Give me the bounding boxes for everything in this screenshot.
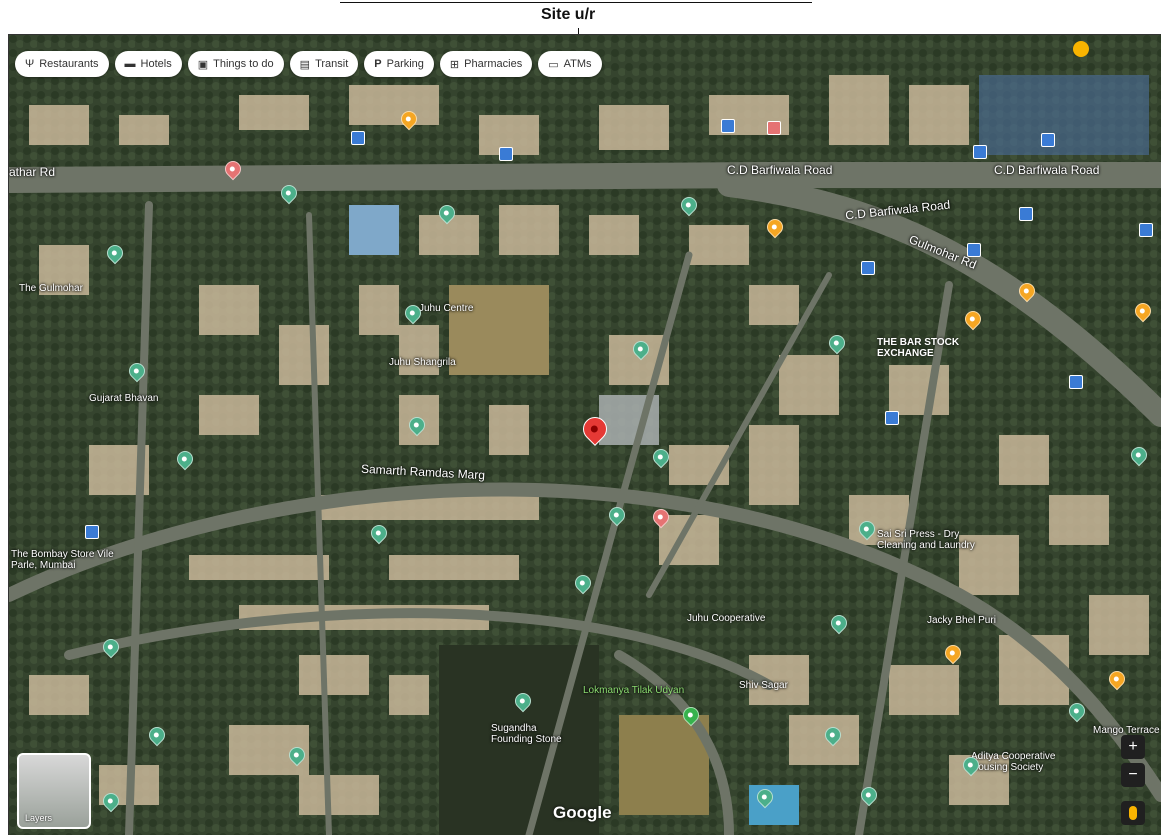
- chip-pharmacies[interactable]: ⊞Pharmacies: [439, 51, 533, 77]
- transit-stop-icon[interactable]: [973, 145, 987, 159]
- place-juhu-centre: Juhu Centre: [419, 303, 474, 314]
- camera-icon: ▣: [197, 58, 209, 71]
- place-jacky-bhel-puri: Jacky Bhel Puri: [927, 615, 996, 626]
- zoom-out-button[interactable]: −: [1121, 763, 1145, 787]
- place-juhu-cooperative: Juhu Cooperative: [687, 613, 766, 624]
- transit-stop-icon[interactable]: [1069, 375, 1083, 389]
- pharmacy-icon: ⊞: [449, 58, 460, 71]
- place-sugandha-founding-stone: Sugandha Founding Stone: [491, 723, 562, 745]
- chip-things-to-do[interactable]: ▣Things to do: [187, 51, 284, 77]
- street-view-pegman-button[interactable]: [1121, 801, 1145, 825]
- transit-stop-icon[interactable]: [1019, 207, 1033, 221]
- transit-stop-icon[interactable]: [967, 243, 981, 257]
- transit-stop-icon[interactable]: [721, 119, 735, 133]
- bus-icon: ▤: [299, 58, 311, 71]
- fork-knife-icon: Ψ: [25, 58, 35, 70]
- place-the-gulmohar: The Gulmohar: [19, 283, 83, 294]
- chip-hotels[interactable]: ▬Hotels: [114, 51, 182, 77]
- transit-stop-icon[interactable]: [885, 411, 899, 425]
- transit-stop-icon[interactable]: [1139, 223, 1153, 237]
- bed-icon: ▬: [124, 58, 136, 70]
- place-juhu-shangrila: Juhu Shangrila: [389, 357, 456, 368]
- zoom-controls: + −: [1121, 735, 1145, 787]
- google-attribution: Google: [553, 803, 612, 822]
- layers-button[interactable]: Layers: [17, 753, 91, 829]
- place-mango-terrace: Mango Terrace: [1093, 725, 1160, 736]
- road-label-cd-barfiwala-east: C.D Barfiwala Road: [994, 163, 1100, 177]
- place-gujarat-bhavan: Gujarat Bhavan: [89, 393, 159, 404]
- place-bar-stock-exchange: THE BAR STOCK EXCHANGE: [877, 337, 960, 359]
- hospital-icon[interactable]: [767, 121, 781, 135]
- layers-label: Layers: [25, 813, 53, 823]
- place-shiv-sagar: Shiv Sagar: [739, 680, 788, 691]
- place-lokmanya-tilak-udyan: Lokmanya Tilak Udyan: [583, 685, 685, 696]
- transit-stop-icon[interactable]: [1041, 133, 1055, 147]
- place-aditya-cooperative: Aditya Cooperative Housing Society: [971, 751, 1056, 773]
- atm-icon: ▭: [548, 58, 559, 71]
- transit-stop-icon[interactable]: [351, 131, 365, 145]
- pegman-top-icon: [1073, 41, 1089, 57]
- annotation-top-rule: [340, 2, 812, 3]
- place-sai-sri-press: Sai Sri Press - Dry Cleaning and Laundry: [877, 529, 975, 551]
- chip-atms[interactable]: ▭ATMs: [538, 51, 602, 77]
- pegman-icon: [1129, 806, 1137, 820]
- place-bombay-store: The Bombay Store Vile Parle, Mumbai: [11, 549, 114, 571]
- road-label-left: athar Rd: [9, 165, 56, 179]
- road-label-cd-barfiwala: C.D Barfiwala Road: [727, 163, 833, 177]
- site-annotation-label: Site u/r: [541, 6, 596, 23]
- chip-transit[interactable]: ▤Transit: [289, 51, 359, 77]
- shopping-icon[interactable]: [85, 525, 99, 539]
- parking-icon: P: [374, 58, 382, 70]
- transit-stop-icon[interactable]: [861, 261, 875, 275]
- transit-stop-icon[interactable]: [499, 147, 513, 161]
- zoom-in-button[interactable]: +: [1121, 735, 1145, 759]
